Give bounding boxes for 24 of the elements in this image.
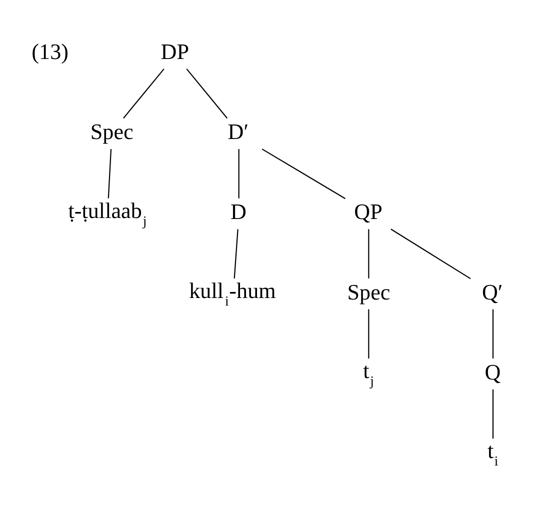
connector xyxy=(368,229,370,278)
connector xyxy=(238,149,240,198)
connector xyxy=(390,228,471,280)
node-text: QP xyxy=(354,199,382,224)
connector xyxy=(492,309,494,359)
connector xyxy=(123,68,164,119)
node-text: D xyxy=(230,199,247,224)
node-text: D′ xyxy=(228,119,249,144)
connector xyxy=(492,389,494,439)
connector xyxy=(368,309,370,359)
connector xyxy=(108,149,112,198)
node-text: kull$_{i}$-hum xyxy=(189,278,276,308)
connector xyxy=(234,229,238,278)
node-text: t$_{j}$ xyxy=(363,358,374,389)
node-text: ṭ-ṭullaab$_{j}$ xyxy=(68,198,147,228)
label: (13) xyxy=(32,38,68,64)
connector xyxy=(262,148,346,200)
node-text: Spec xyxy=(90,119,134,144)
node-text: DP xyxy=(160,38,190,64)
node-text: Q xyxy=(484,359,501,384)
node-text: Spec xyxy=(347,279,390,304)
node-text: t$_{i}$ xyxy=(487,438,498,469)
connector xyxy=(186,68,228,119)
node-text: Q′ xyxy=(482,279,503,304)
